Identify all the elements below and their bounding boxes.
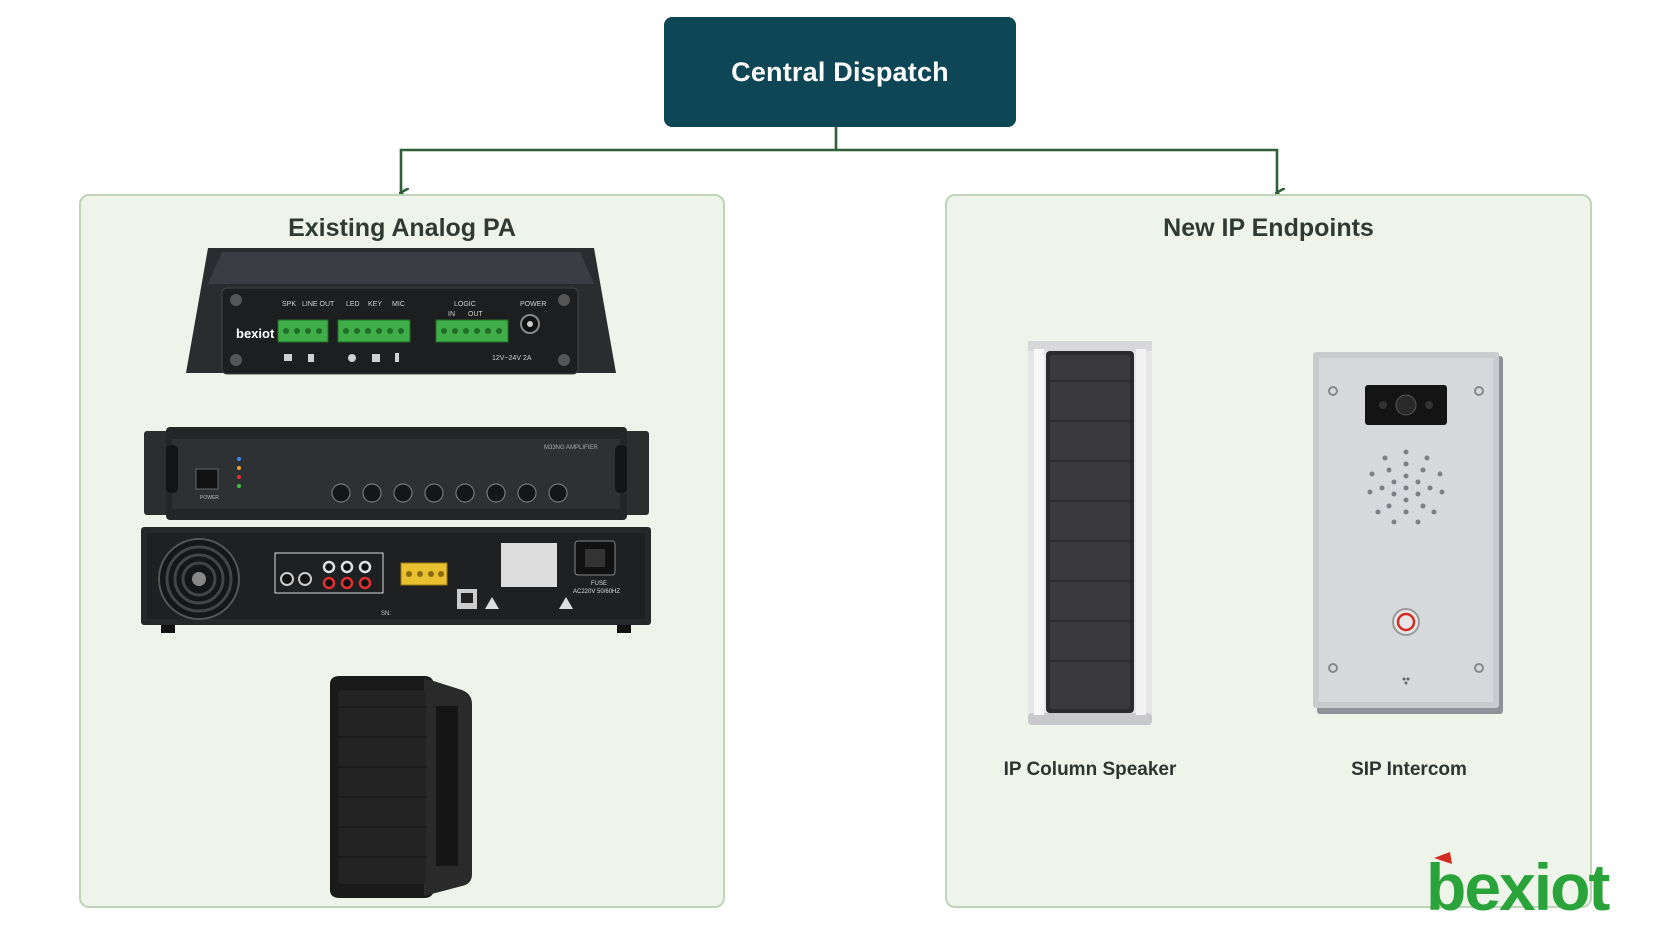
caption-ip-column-speaker: IP Column Speaker (1003, 759, 1177, 780)
port-label-mic: MIC (392, 301, 405, 308)
power-rating: 12V~24V 2A (492, 355, 532, 362)
ip-column-speaker-device (1028, 341, 1152, 725)
fuse-label: FUSE (591, 581, 607, 587)
port-label-logic: LOGIC (454, 301, 476, 308)
port-label-key: KEY (368, 301, 382, 308)
branch-right-line (836, 148, 1277, 193)
central-dispatch-label: Central Dispatch (731, 56, 949, 87)
speaker-terminal (400, 562, 448, 586)
pa-gateway-device: bexiot SPK LINE OUT LED KEY MIC LOGIC IN… (186, 248, 616, 375)
speaker-grille (1367, 449, 1445, 525)
trunk-line (401, 127, 838, 193)
central-dispatch-node: Central Dispatch (664, 17, 1016, 127)
bexiot-logo: bexiot (1426, 844, 1626, 929)
caption-sip-intercom: SIP Intercom (1351, 759, 1467, 780)
sn-label: SN: (381, 611, 391, 617)
sip-intercom-device (1313, 352, 1503, 714)
amplifier-rear-device: SN: FUSE AC220V 50/60HZ (141, 527, 651, 633)
port-label-out: OUT (468, 311, 484, 318)
port-label-spk: SPK (282, 301, 296, 308)
amp-model-label: M33NG AMPLIFIER (544, 445, 598, 451)
port-label-lineout: LINE OUT (302, 301, 335, 308)
bexiot-logo-mark: bexiot (1426, 850, 1612, 924)
port-label-power: POWER (520, 301, 546, 308)
port-label-led: LED (346, 301, 360, 308)
port-label-in: IN (448, 311, 455, 318)
panel-title: New IP Endpoints (1163, 214, 1374, 242)
amp-power-label: POWER (200, 495, 219, 501)
svg-text:bexiot: bexiot (1426, 850, 1610, 924)
amplifier-front-device: POWER M33NG AMPLIFIER (144, 427, 649, 520)
gateway-brand: bexiot (236, 326, 275, 341)
panel-title: Existing Analog PA (288, 214, 516, 242)
wall-speaker-device (330, 676, 472, 898)
ac-label: AC220V 50/60HZ (573, 589, 620, 595)
